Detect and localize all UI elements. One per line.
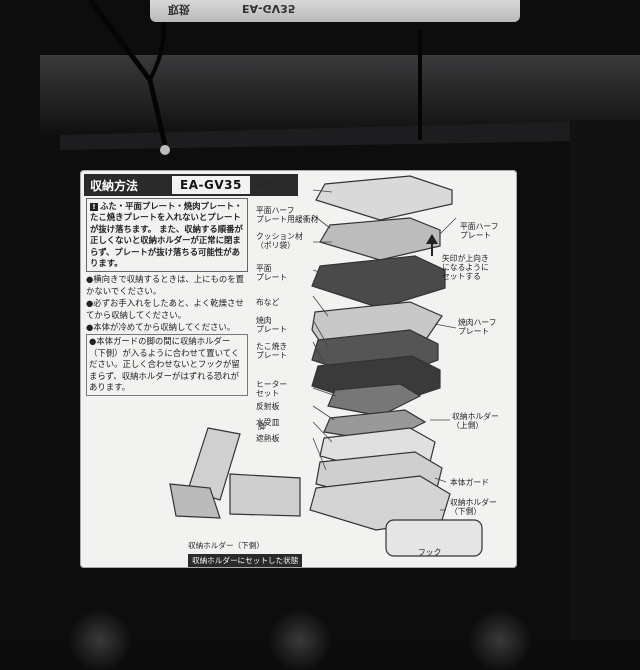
holder-bottom-view <box>229 473 301 517</box>
bottom-knob-left <box>70 610 130 670</box>
heater-set <box>327 383 422 417</box>
label-cushion: クッション材 （ポリ袋） <box>256 232 303 250</box>
label-holder-bottom: 収納ホルダー （下側） <box>450 498 497 516</box>
warning-text: ふた・平面プレート・焼肉プレート・たこ焼きプレートを入れないとプレートが抜け落ち… <box>90 201 243 269</box>
note-4: ●本体ガードの脚の間に収納ホルダー（下側）が入るように合わせて置いてください。正… <box>86 334 248 396</box>
caption-set-state: 収納ホルダーにセットした状態 <box>188 554 303 567</box>
label-yakiniku-half: 焼肉ハーフ プレート <box>458 318 497 336</box>
top-strip-right-text: 取扱 <box>168 3 190 16</box>
exploded-diagram <box>169 175 483 557</box>
note-3: ●本体が冷めてから収納してください。 <box>86 322 236 333</box>
label-nuno: 布など <box>256 298 280 307</box>
note-1: ●横向きで収納するときは、上にものを置かないでください。 <box>86 274 245 296</box>
label-heimen-half-kanshozai: 平面ハーフ プレート用緩衝材 <box>256 206 319 224</box>
sticker-model: EA-GV35 <box>172 176 250 194</box>
cushion <box>319 217 441 261</box>
label-shanetsuban: 遮熱板 <box>256 434 280 443</box>
top-label-strip: 取扱 EA-GV35 <box>150 0 520 22</box>
up-arrow-icon <box>426 234 438 244</box>
label-hook: フック <box>418 548 442 557</box>
notes-column: !ふた・平面プレート・焼肉プレート・たこ焼きプレートを入れないとプレートが抜け落… <box>86 198 248 397</box>
sticker-title: 収納方法 <box>90 178 139 193</box>
label-ashi: 脚 <box>258 422 266 431</box>
warning-icon: ! <box>90 203 98 211</box>
label-hontai-guard: 本体ガード <box>450 478 489 487</box>
lid <box>315 175 453 221</box>
label-futa: ふた <box>256 180 272 189</box>
hook-detail-circle <box>385 519 483 557</box>
sticker-header: 収納方法 EA-GV35 <box>84 174 298 196</box>
label-hanshaban: 反射板 <box>256 402 280 411</box>
side-view-base <box>169 483 221 519</box>
label-heater: ヒーター セット <box>256 380 288 398</box>
storage-instruction-sticker: 収納方法 EA-GV35 !ふた・平面プレート・焼肉プレート・たこ焼きプレートを… <box>80 170 517 568</box>
label-yakiniku: 焼肉 プレート <box>256 316 288 334</box>
label-takoyaki: たこ焼き プレート <box>256 342 288 360</box>
label-holder-top: 収納ホルダー （上側） <box>452 412 499 430</box>
warning-box: !ふた・平面プレート・焼肉プレート・たこ焼きプレートを入れないとプレートが抜け落… <box>86 198 248 273</box>
note-2: ●必ずお手入れをしたあと、よく乾燥させてから収納してください。 <box>86 298 244 320</box>
label-mizuukezara: 水受皿 <box>256 418 280 427</box>
caption-holder-bottom: 収納ホルダー（下側） <box>188 541 264 550</box>
label-arrow-note: 矢印が上向き になるように セットする <box>442 254 489 281</box>
bottom-knob-center <box>270 610 330 670</box>
flat-plate <box>311 255 446 309</box>
top-strip-model: EA-GV35 <box>242 2 296 15</box>
bottom-knob-right <box>470 610 530 670</box>
side-view-lid <box>187 427 241 501</box>
label-heimen-half-plate: 平面ハーフ プレート <box>460 222 499 240</box>
label-heimen-plate: 平面 プレート <box>256 264 288 282</box>
